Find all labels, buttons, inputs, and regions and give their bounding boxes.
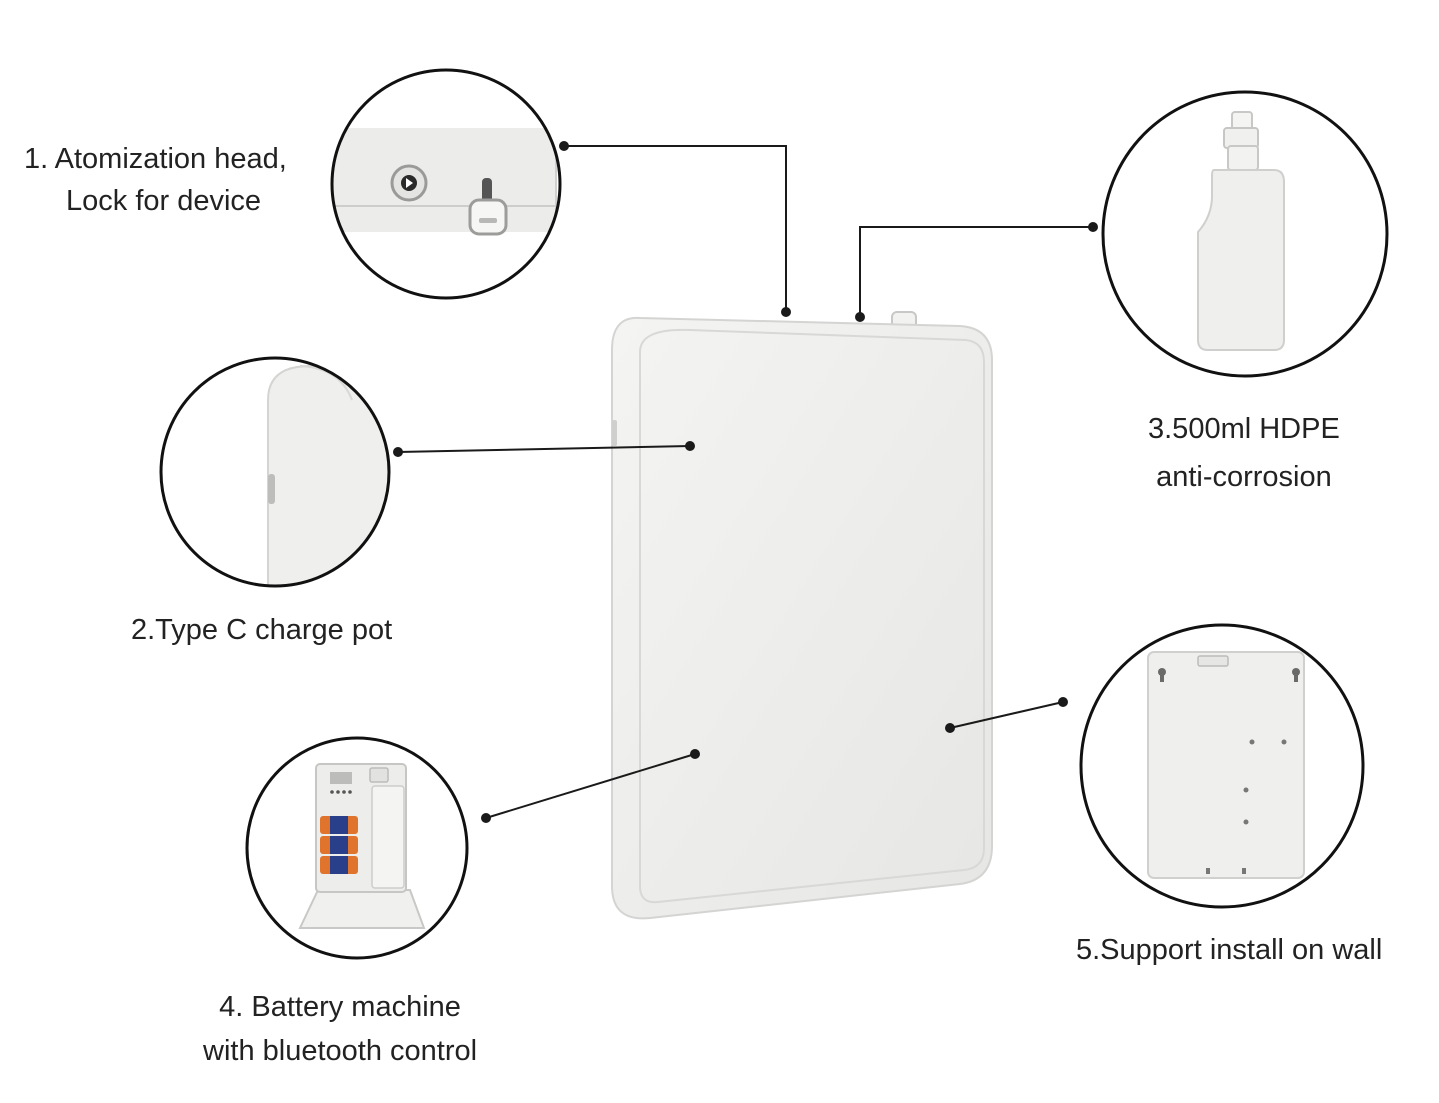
- device-front-panel: [639, 328, 985, 904]
- leader-line-5: [949, 701, 1064, 729]
- bottle-icon: [1197, 169, 1285, 351]
- dot-2a: [393, 447, 403, 457]
- device-side-port: [612, 420, 617, 446]
- dot-3a: [1088, 222, 1098, 232]
- leader-line-3: [859, 226, 1093, 317]
- callout-label-type-c-port: 2.Type C charge pot: [131, 609, 392, 651]
- leader-dots: [393, 141, 1098, 823]
- lock-icon: [482, 178, 492, 204]
- leader-line-4: [485, 753, 696, 819]
- leader-line-1: [564, 145, 787, 312]
- callout-label-line: with bluetooth control: [203, 1035, 478, 1067]
- zoom-circle-battery-machine: [245, 736, 469, 960]
- zoom-circle-atomization-head: [330, 68, 562, 300]
- callout-label-line: 2.Type C charge pot: [131, 614, 393, 646]
- dot-1a: [559, 141, 569, 151]
- dot-1b: [781, 307, 791, 317]
- dot-4b: [690, 749, 700, 759]
- callout-label-line: 5.Support install on wall: [1076, 934, 1383, 966]
- dot-4a: [481, 813, 491, 823]
- dot-5a: [1058, 697, 1068, 707]
- callout-label-battery-machine: 4. Battery machine with bluetooth contro…: [203, 985, 477, 1073]
- leader-line-2: [397, 445, 691, 453]
- callout-label-atomization-head: 1. Atomization head, Lock for device: [24, 138, 287, 222]
- callout-label-line: 3.500ml HDPE: [1148, 413, 1340, 445]
- zoom-circle-wall-install: [1079, 623, 1365, 909]
- zoom-circle-hdpe-bottle: [1101, 90, 1389, 378]
- main-device: [611, 311, 993, 920]
- callout-label-line: anti-corrosion: [1156, 461, 1332, 493]
- callout-label-hdpe-bottle: 3.500ml HDPE anti-corrosion: [1148, 405, 1340, 501]
- leader-lines: [397, 145, 1093, 819]
- device-body: [611, 316, 993, 920]
- back-panel: [1147, 651, 1305, 879]
- zoom-circle-type-c-port: [159, 356, 391, 588]
- type-c-port-icon: [268, 474, 275, 504]
- dot-5b: [945, 723, 955, 733]
- callout-label-wall-install: 5.Support install on wall: [1076, 929, 1382, 971]
- dot-3b: [855, 312, 865, 322]
- callout-label-line: Lock for device: [66, 185, 262, 217]
- dot-2b: [685, 441, 695, 451]
- battery-icon: [320, 816, 358, 874]
- callout-label-line: 1. Atomization head,: [24, 143, 287, 175]
- callout-label-line: 4. Battery machine: [219, 991, 461, 1023]
